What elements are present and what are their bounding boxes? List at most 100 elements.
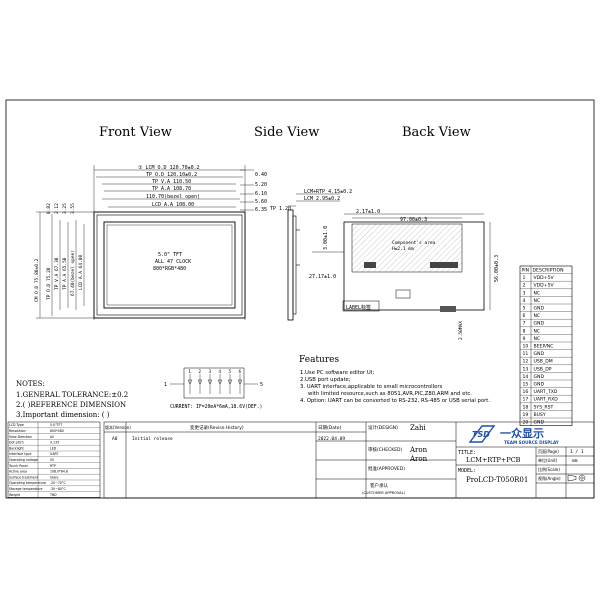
dim-gap-2: 5.20 xyxy=(255,182,267,188)
dim-gap-4: 5.60 xyxy=(255,199,267,205)
spec-value: LED xyxy=(50,446,57,450)
spec-label: Touch Panel xyxy=(8,464,28,468)
dim-v-tpva: TP V.A 67.30 xyxy=(54,257,60,290)
pin-description: UART_RXD xyxy=(534,397,559,403)
dim-left-3: 3.55 xyxy=(70,203,76,214)
side-dim-lcm: LCM 2.95±0.2 xyxy=(304,196,340,202)
dim-lcd-aa: LCD A.A 108.00 xyxy=(152,202,194,208)
company-name-en: TEAM SOURCE DISPLAY xyxy=(504,440,560,445)
dim-v-lcdaa: LCD A.A 64.80 xyxy=(78,254,84,290)
spec-value: -20~70°C xyxy=(50,481,67,485)
signoff-approve-name: Aron xyxy=(409,455,428,463)
panel-clock-label: ALL 47 CLOCK xyxy=(155,259,191,265)
connector-pin-label: 4 xyxy=(219,369,222,374)
back-dim-left: 27.17±1.0 xyxy=(309,274,336,280)
side-view: TP 1.20 LCM+RTP 4.15±0.2 LCM 2.95±0.2 xyxy=(270,189,352,321)
spec-label: Backlight xyxy=(9,446,25,450)
pin-number: 6 xyxy=(523,313,526,319)
dim-bezel: 110.70(bezel open) xyxy=(146,194,200,200)
spec-label: Storage temperature xyxy=(9,487,43,491)
pin-number: 3 xyxy=(523,290,526,296)
rev-row-date: 2022.04.09 xyxy=(318,436,345,442)
unit-label: 单位(Unit) xyxy=(538,457,558,463)
lcm-outline xyxy=(93,211,246,319)
back-dim-width: 97.00±0.3 xyxy=(400,217,427,223)
feature-line-4: with limited resource,such as 8051,AVR,P… xyxy=(308,391,472,397)
pin-number: 18 xyxy=(523,404,529,410)
pin-header-pin: PIN xyxy=(522,268,530,274)
pin-description: NC xyxy=(534,328,541,334)
conn-lead-left: 1 xyxy=(164,382,167,388)
feature-line-1: 1.Use PC software editor UI; xyxy=(300,370,374,376)
front-view: ① LCM O.D 120.70±0.2 TP O.D 120.10±0.2 T… xyxy=(34,165,267,320)
signoff-check-label: 审核(CHECKED) xyxy=(368,446,403,453)
pin-number: 11 xyxy=(523,351,529,357)
connector-pin-label: 5 xyxy=(229,369,232,374)
lcd-area xyxy=(106,224,233,306)
connector-led-icon xyxy=(207,379,213,385)
spec-label: Operating voltage xyxy=(9,458,38,462)
connector-led-icon xyxy=(197,379,203,385)
back-dim-v1: 3.00±1.0 xyxy=(323,226,329,250)
connector-led-icon xyxy=(227,379,233,385)
pin-description: BEEP/NC xyxy=(534,344,554,350)
pin-description: VDD+5V xyxy=(534,283,555,289)
rev-header-date: 日期(Date) xyxy=(318,425,342,431)
dim-v-bezel: 67.40(bezel open) xyxy=(70,250,76,296)
pin-number: 7 xyxy=(523,321,526,327)
pin-number: 13 xyxy=(523,366,529,372)
spec-value: 5.0"TFT xyxy=(50,423,62,427)
pin-description: UART_TXD xyxy=(534,389,558,395)
spec-label: Surface treatment xyxy=(9,475,39,479)
feature-line-3: 3. UART interface,applicable to small mi… xyxy=(300,384,443,390)
signoff-customer-sub: (CUSTOMER APPROVAL) xyxy=(362,491,406,495)
pin-description: VDD+5V xyxy=(534,275,555,281)
pin-description: GND xyxy=(534,374,545,380)
pin-description: GND xyxy=(534,351,545,357)
back-dim-v2: 56.00±0.3 xyxy=(494,255,500,282)
dim-v-lcm: CM O.D 75.80±0.2 xyxy=(34,258,40,302)
notes-title: NOTES: xyxy=(16,380,45,388)
company-logo: TSD xyxy=(468,425,496,443)
spec-value: RTP xyxy=(50,464,56,468)
pin-description: GND xyxy=(534,321,545,327)
pin-number: 15 xyxy=(523,382,529,388)
dim-left-0: 0.82 xyxy=(46,203,52,214)
dim-gap-3: 6.10 xyxy=(255,191,267,197)
spec-label: Resolution xyxy=(9,429,26,433)
pin-description: NC xyxy=(534,290,541,296)
back-label-box xyxy=(342,300,380,312)
rev-header-version: 版本(Version) xyxy=(105,424,131,430)
spec-value: TBD xyxy=(49,493,57,497)
back-dim-top: 2.17±1.0 xyxy=(356,209,380,215)
model-value: ProLCD-T050R01 xyxy=(466,476,528,484)
signoff-customer-label: 客户承认 xyxy=(370,482,388,489)
spec-value: UART xyxy=(50,452,58,456)
features-title: Features xyxy=(299,355,339,365)
title-value: LCM+RTP+PCB xyxy=(466,456,521,464)
pin-number: 14 xyxy=(523,374,529,380)
dim-left-1: 2.12 xyxy=(54,203,60,214)
pin-number: 5 xyxy=(523,306,526,312)
pin-description: SYS_RST xyxy=(534,404,554,410)
back-view: LABEL标签 2.17±1.0 97.00±0.3 3.00±1.0 56.0… xyxy=(309,209,500,340)
note-3: 3.Important dimension: ( ) xyxy=(16,411,110,419)
pin-description: GND xyxy=(534,382,545,388)
connector-pin-label: 1 xyxy=(189,369,192,374)
pin-header-description: DESCRIPTION xyxy=(533,268,564,274)
pin-number: 16 xyxy=(523,389,529,395)
spec-label: Operating temperature xyxy=(9,481,46,485)
front-view-title: Front View xyxy=(99,125,172,140)
pin-number: 1 xyxy=(523,275,526,281)
dim-v-tpaa: TP A.A 65.50 xyxy=(62,257,68,290)
spec-label: View Direction xyxy=(9,435,32,439)
note-1: 1.GENERAL TOLERANCE:±0.2 xyxy=(16,391,128,399)
connector-led-icon xyxy=(217,379,223,385)
pin-number: 12 xyxy=(523,359,529,365)
scale-label: 比例(Scale) xyxy=(538,466,560,472)
conn-lead-right: 5 xyxy=(260,382,263,388)
spec-label: Weight xyxy=(9,493,21,497)
